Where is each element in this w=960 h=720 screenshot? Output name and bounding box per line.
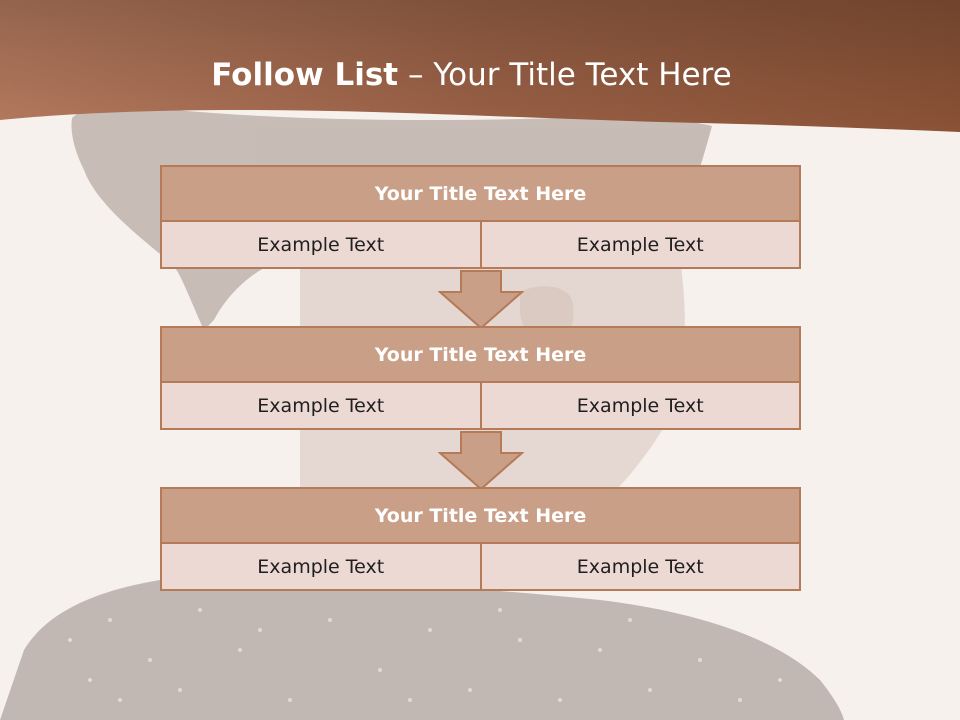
list-block-3: Your Title Text Here Example Text Exampl… xyxy=(160,487,801,591)
block-title: Your Title Text Here xyxy=(160,487,801,544)
list-block-2: Your Title Text Here Example Text Exampl… xyxy=(160,326,801,430)
block-cell-left: Example Text xyxy=(160,381,482,430)
down-arrow-icon xyxy=(438,431,524,491)
block-cell-left: Example Text xyxy=(160,220,482,269)
list-block-1: Your Title Text Here Example Text Exampl… xyxy=(160,165,801,269)
title-bold: Follow List xyxy=(211,57,399,93)
block-cell-right: Example Text xyxy=(479,220,801,269)
block-row: Example Text Example Text xyxy=(160,542,801,591)
block-title: Your Title Text Here xyxy=(160,165,801,222)
block-cell-right: Example Text xyxy=(479,381,801,430)
title-rest: – Your Title Text Here xyxy=(398,57,732,93)
block-cell-left: Example Text xyxy=(160,542,482,591)
block-row: Example Text Example Text xyxy=(160,220,801,269)
down-arrow-icon xyxy=(438,270,524,330)
block-title: Your Title Text Here xyxy=(160,326,801,383)
block-row: Example Text Example Text xyxy=(160,381,801,430)
block-cell-right: Example Text xyxy=(479,542,801,591)
slide-title: Follow List – Your Title Text Here xyxy=(0,52,943,98)
